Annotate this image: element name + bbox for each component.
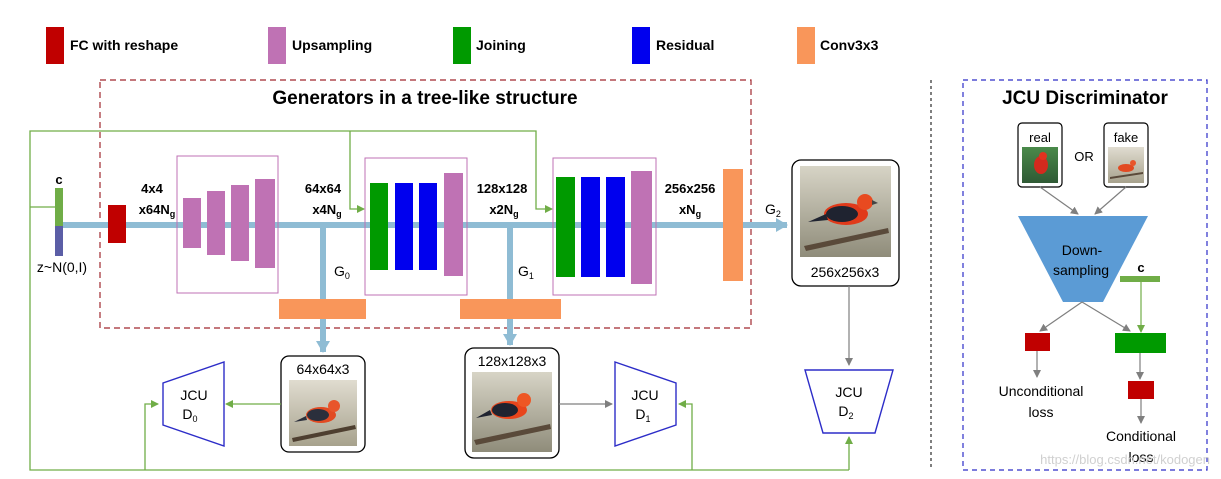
discriminator-d2 (804, 369, 894, 434)
fc-block (108, 205, 126, 243)
condition-line-d1 (678, 400, 693, 470)
bird-image-64 (289, 380, 357, 446)
downsampling-cone (1018, 216, 1148, 302)
generator-dashed-box (99, 79, 752, 329)
joining-block-2 (556, 177, 575, 277)
jcu-real-label: real (1029, 130, 1051, 145)
downsampling-label-1: Down- (1062, 242, 1103, 258)
jcu-uncond-block (1025, 333, 1050, 351)
jcu-or-label: OR (1074, 149, 1094, 164)
legend-residual-label: Residual (656, 37, 714, 53)
condition-line-bottom (29, 207, 849, 471)
stage2-group (364, 157, 468, 296)
stage0-ch-label: x64Ng (139, 202, 176, 219)
conv-block-g0 (279, 299, 366, 319)
condition-c-label: c (55, 172, 62, 187)
jcu-c-label: c (1137, 260, 1144, 275)
discriminator-d1 (614, 361, 677, 447)
stage0-res-label: 4x4 (141, 181, 163, 196)
residual-block-1b (419, 183, 437, 270)
jcu-panel-title: JCU Discriminator (1002, 88, 1168, 109)
d1-name: JCU (631, 387, 658, 403)
legend: FC with reshape Upsampling Joining Resid… (46, 27, 879, 64)
legend-fc-swatch (46, 27, 64, 64)
residual-block-2a (581, 177, 600, 277)
jcu-c-bar (1120, 276, 1160, 282)
cond-loss-label-2: loss (1129, 449, 1154, 465)
bird-image-256 (800, 166, 891, 257)
arrow-real-to-cone (1039, 186, 1079, 215)
cond-loss-label-1: Conditional (1106, 428, 1176, 444)
conv-block-g1 (460, 299, 561, 319)
legend-fc-label: FC with reshape (70, 37, 178, 53)
stage2-res-label: 128x128 (477, 181, 528, 196)
legend-joining-label: Joining (476, 37, 526, 53)
legend-conv-swatch (797, 27, 815, 64)
joining-block-1 (370, 183, 388, 270)
noise-z-bar (55, 226, 63, 256)
stage1-ch-label: x4Ng (312, 202, 341, 219)
arrow-cone-to-cond (1081, 301, 1131, 332)
watermark: https://blog.csdn.net/kodogen (1040, 452, 1210, 467)
condition-lines (29, 130, 853, 471)
upsample-block-1a (183, 198, 201, 248)
legend-upsampling-label: Upsampling (292, 37, 372, 53)
d2-name: JCU (835, 384, 862, 400)
arrow-cone-to-uncond (1039, 301, 1083, 332)
jcu-panel-box (962, 79, 1208, 471)
d0-label: D0 (182, 406, 197, 424)
condition-line-d0 (144, 400, 159, 470)
legend-joining-swatch (453, 27, 471, 64)
output-64-label: 64x64x3 (297, 361, 350, 377)
output-128-label: 128x128x3 (478, 353, 547, 369)
stage3-ch-label: xNg (679, 202, 701, 219)
arrow-fake-to-cone (1094, 186, 1127, 215)
jcu-fake-image (1108, 147, 1144, 183)
discriminator-d0 (162, 361, 225, 447)
stage1-res-label: 64x64 (305, 181, 342, 196)
g0-label: G0 (334, 263, 350, 281)
residual-block-1a (395, 183, 413, 270)
generator-title: Generators in a tree-like structure (272, 88, 577, 109)
upsample-block-3 (631, 171, 652, 284)
uncond-loss-label-1: Unconditional (999, 383, 1084, 399)
upsample-block-2 (444, 173, 463, 276)
noise-z-label: z~N(0,I) (37, 259, 87, 275)
stage2-ch-label: x2Ng (489, 202, 518, 219)
d0-name: JCU (180, 387, 207, 403)
upsample-block-1d (255, 179, 275, 268)
jcu-cond-fc-block (1128, 381, 1154, 399)
upsample-block-1b (207, 191, 225, 255)
uncond-loss-label-2: loss (1029, 404, 1054, 420)
stage3-group (552, 157, 657, 296)
g1-label: G1 (518, 263, 534, 281)
jcu-fake-label: fake (1114, 130, 1139, 145)
upsample-block-1c (231, 185, 249, 261)
d1-label: D1 (635, 406, 650, 424)
jcu-cond-block (1115, 333, 1166, 353)
condition-line-to-joining1 (349, 131, 365, 213)
legend-conv-label: Conv3x3 (820, 37, 879, 53)
downsampling-label-2: sampling (1053, 262, 1109, 278)
output-256-label: 256x256x3 (811, 264, 880, 280)
upsample-group-1 (176, 155, 279, 294)
stage3-res-label: 256x256 (665, 181, 716, 196)
legend-upsampling-swatch (268, 27, 286, 64)
g2-label: G2 (765, 201, 781, 219)
condition-c-bar (55, 188, 63, 226)
jcu-real-image (1022, 147, 1058, 183)
condition-line-to-joining2 (350, 130, 553, 213)
d2-label: D2 (838, 403, 853, 421)
conv-block-final (723, 169, 743, 281)
legend-residual-swatch (632, 27, 650, 64)
bird-image-128 (472, 372, 552, 452)
residual-block-2b (606, 177, 625, 277)
condition-line-left (29, 130, 350, 207)
